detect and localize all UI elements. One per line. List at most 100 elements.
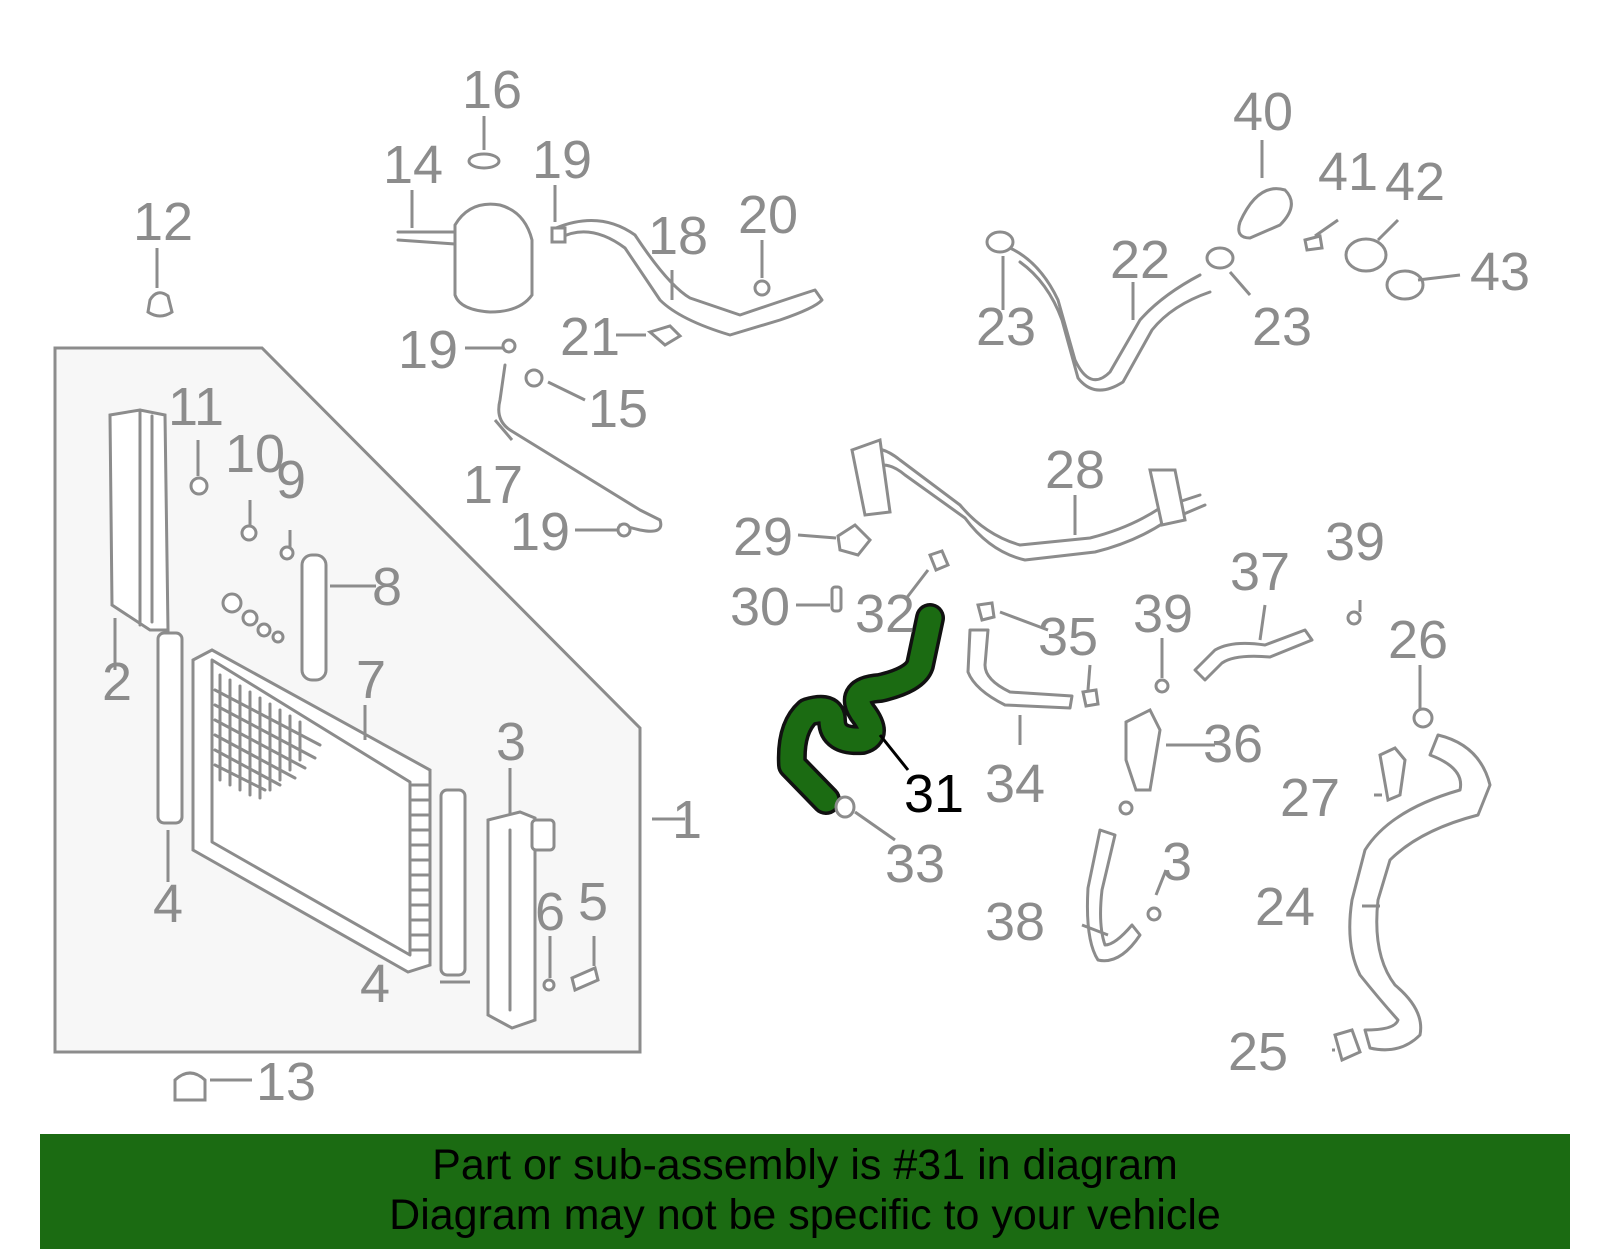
clamp-23-right: [1205, 246, 1235, 270]
clamp-19-top: [550, 226, 567, 244]
clip-39-mid: [1154, 678, 1170, 694]
gasket-left: [156, 631, 184, 825]
banner-line-1: Part or sub-assembly is #31 in diagram: [432, 1141, 1178, 1189]
clip-21: [646, 324, 683, 347]
callout-38: 38: [985, 892, 1045, 952]
hose-34: [966, 628, 1074, 710]
callout-22: 22: [1110, 230, 1170, 290]
callout-42: 42: [1385, 152, 1445, 212]
callout-32: 32: [855, 584, 915, 644]
callout-13: 13: [256, 1052, 316, 1112]
clip-39-right: [1346, 610, 1362, 626]
banner-line-2: Diagram may not be specific to your vehi…: [389, 1191, 1221, 1239]
radiator-assembly-group: [53, 346, 642, 1054]
grommet-12: [146, 291, 174, 318]
callout-27: 27: [1280, 768, 1340, 828]
callout-19: 19: [510, 502, 570, 562]
mount-13: [173, 1071, 207, 1102]
clamp-19-low: [616, 522, 632, 538]
hose-24: [1348, 733, 1492, 1052]
clamp-33: [834, 795, 856, 819]
reservoir-tank: [453, 202, 534, 314]
callout-3: 3: [496, 712, 526, 772]
callout-18: 18: [648, 206, 708, 266]
callout-30: 30: [730, 577, 790, 637]
callout-28: 28: [1045, 440, 1105, 500]
clip-15: [524, 368, 544, 388]
clamp-3-low: [1146, 906, 1162, 922]
callout-43: 43: [1470, 242, 1530, 302]
callout-39: 39: [1133, 584, 1193, 644]
clip-27: [1378, 746, 1407, 803]
leader-lines: [113, 116, 1461, 1082]
callout-16: 16: [462, 60, 522, 120]
callout-15: 15: [588, 379, 648, 439]
callout-2: 2: [102, 652, 132, 712]
callout-1: 1: [672, 790, 702, 850]
info-banner: Part or sub-assembly is #31 in diagram D…: [40, 1134, 1570, 1249]
clamp-3-top: [1118, 800, 1134, 816]
cap-29: [836, 523, 873, 557]
reservoir-cap: [467, 152, 501, 170]
clamp-35-top: [976, 601, 996, 622]
clamp-32: [928, 549, 950, 572]
water-outlet-40: [1237, 187, 1293, 240]
hose-18: [554, 218, 824, 337]
callout-5: 5: [578, 872, 608, 932]
callout-24: 24: [1255, 877, 1315, 937]
clamp-23-left: [985, 230, 1015, 254]
drain-o-ring: [542, 978, 556, 992]
callout-23: 23: [976, 297, 1036, 357]
bracket-36: [1124, 707, 1162, 792]
callout-34: 34: [985, 754, 1045, 814]
drain-plug: [570, 965, 600, 993]
callout-39: 39: [1325, 512, 1385, 572]
callout-26: 26: [1388, 610, 1448, 670]
washer-10: [240, 524, 258, 542]
clamp-35-low: [1081, 688, 1100, 708]
callout-3: 3: [1162, 832, 1192, 892]
gasket-42: [1344, 237, 1388, 273]
callout-19: 19: [532, 130, 592, 190]
hose-38: [1085, 828, 1142, 963]
hose-22: [1008, 246, 1212, 392]
callout-7: 7: [356, 650, 386, 710]
clamp-25: [1333, 1028, 1362, 1063]
callout-12: 12: [133, 192, 193, 252]
callout-33: 33: [885, 834, 945, 894]
callout-41: 41: [1318, 142, 1378, 202]
callout-labels: 1 2 3 3 4 4 5 6 7 8 9 10 11 12 13 14 15 …: [102, 60, 1530, 1112]
gasket-right: [439, 788, 467, 977]
pipe-17: [497, 363, 663, 533]
thermostat-43: [1385, 269, 1425, 301]
callout-40: 40: [1233, 82, 1293, 142]
callout-21: 21: [560, 307, 620, 367]
clip-20: [753, 279, 771, 297]
callout-31: 31: [904, 764, 964, 824]
callout-17: 17: [463, 455, 523, 515]
callout-4: 4: [153, 874, 183, 934]
radiator-core: [191, 648, 432, 974]
callout-11: 11: [168, 377, 224, 437]
o-ring-9: [279, 545, 295, 561]
callout-29: 29: [733, 507, 793, 567]
bolt-41: [1303, 234, 1324, 252]
callout-20: 20: [738, 185, 798, 245]
callout-4: 4: [360, 954, 390, 1014]
callout-19: 19: [398, 320, 458, 380]
callout-14: 14: [383, 135, 443, 195]
callout-23: 23: [1252, 297, 1312, 357]
nut-11: [189, 476, 209, 496]
callout-36: 36: [1203, 714, 1263, 774]
clamp-19-mid: [501, 338, 517, 354]
callout-37: 37: [1230, 542, 1290, 602]
callout-35: 35: [1038, 607, 1098, 667]
callout-8: 8: [372, 557, 402, 617]
pipe-28: [858, 447, 1207, 562]
clamp-26: [1412, 707, 1434, 729]
callout-10: 10: [225, 424, 285, 484]
gasket-30: [830, 585, 843, 613]
hose-37: [1193, 628, 1314, 682]
radiator-pipe: [300, 553, 328, 682]
